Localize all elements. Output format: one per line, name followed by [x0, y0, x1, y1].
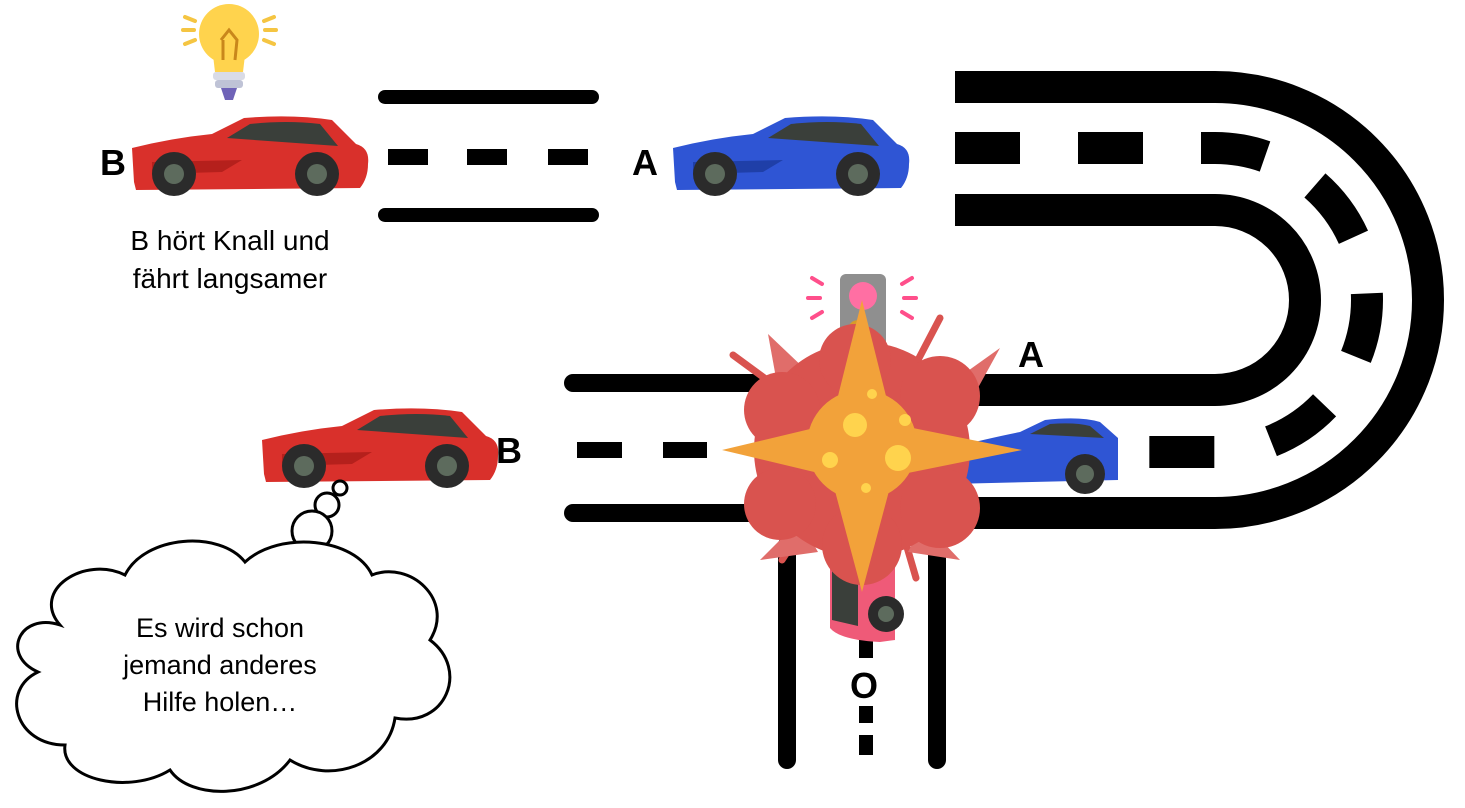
label-car-a-bottom: A [1018, 334, 1044, 375]
label-car-b-top: B [100, 142, 126, 183]
caption-line-2: fährt langsamer [132, 263, 328, 294]
thought-line-1: Es wird schon [135, 613, 305, 643]
top-road [378, 90, 599, 222]
thought-cloud-icon [15, 479, 452, 793]
label-car-b-bottom: B [496, 430, 522, 471]
car-b-bottom [262, 408, 499, 488]
caption-b-hears-bang: B hört Knall und fährt langsamer [90, 222, 370, 298]
thought-text: Es wird schon jemand anderes Hilfe holen… [70, 610, 370, 721]
car-a-bottom [950, 418, 1118, 494]
thought-line-3: Hilfe holen… [142, 687, 298, 717]
bottom-road [564, 374, 769, 522]
label-car-o: O [850, 665, 879, 706]
explosion-icon [722, 300, 1022, 592]
car-b-top [132, 116, 369, 196]
caption-line-1: B hört Knall und [130, 225, 330, 256]
label-car-a-top: A [632, 142, 658, 183]
curved-road [955, 71, 1444, 529]
thought-line-2: jemand anderes [123, 650, 317, 680]
car-a-top [673, 116, 910, 196]
lightbulb-icon [181, 4, 278, 100]
